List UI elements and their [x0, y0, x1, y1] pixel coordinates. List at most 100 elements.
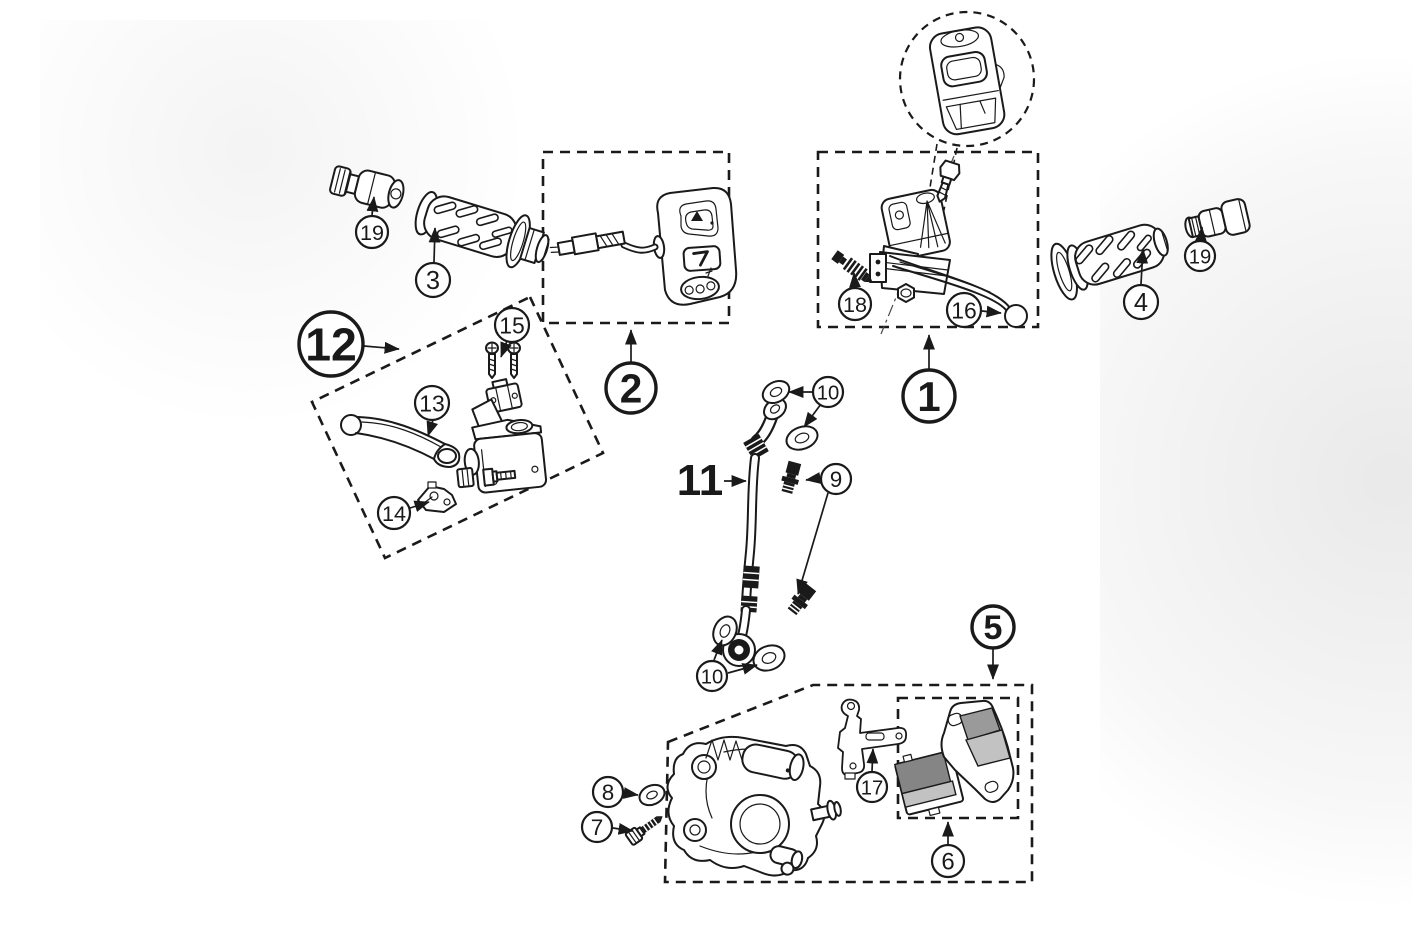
bar-end-weight-left [329, 165, 405, 209]
callout-bubble [493, 306, 531, 344]
leader-arrow [727, 663, 758, 675]
callout-annotations: 19 3 2 12 15 13 14 1 18 16 4 19 10 9 10 5 17 6 8 7 11 [297, 196, 1217, 879]
callout-bubble [855, 770, 889, 804]
callout-number: 6 [941, 849, 954, 876]
leader-arrow [1136, 248, 1149, 285]
hand-lever-13 [340, 414, 461, 468]
leader-arrow [612, 822, 634, 835]
callout-bubble [819, 462, 853, 496]
callout-bubble [297, 310, 365, 378]
brake-lever-16 [889, 255, 1028, 328]
callout-4: 4 [1122, 248, 1160, 321]
callout-bubble [695, 659, 729, 693]
callout-bubble [580, 810, 614, 844]
leader-arrow [803, 403, 822, 428]
label-11: 11 [677, 456, 747, 505]
brake-pads [893, 699, 1015, 817]
switch-assembly [549, 186, 738, 306]
hose-washer-top-2 [785, 425, 819, 451]
group-box-lever-assembly-12 [310, 295, 605, 560]
group-box-switch-2 [541, 150, 731, 325]
callout-bubble [837, 286, 873, 322]
leader-arrow [622, 787, 639, 799]
callout-number: 12 [305, 319, 357, 371]
callout-bubble [591, 775, 625, 809]
leader-arrow [711, 639, 723, 661]
leader-arrow [1194, 226, 1207, 242]
leader-arrow [981, 305, 1002, 318]
reservoir-detail-circle [898, 10, 1036, 148]
callout-14: 14 [376, 495, 430, 531]
callout-number: 17 [861, 777, 884, 799]
callout-bubble [1122, 283, 1160, 321]
leader-arrow [409, 500, 430, 513]
nut-and-bolt [456, 467, 517, 489]
reservoir-screw [936, 159, 961, 203]
leader-arrow [866, 748, 879, 772]
callout-9: 9 [796, 462, 853, 595]
callout-bubble [1183, 239, 1217, 273]
callout-15: 15 [493, 306, 531, 358]
caliper-washer-8 [638, 783, 666, 807]
parts-artwork [329, 26, 1251, 877]
callout-number: 10 [701, 666, 724, 688]
callout-number: 15 [499, 312, 525, 338]
callout-number: 1 [917, 373, 940, 420]
vignette-right [1100, 60, 1412, 920]
brake-hose [722, 397, 787, 667]
callout-bubble [604, 361, 658, 415]
callout-number: 16 [951, 297, 977, 323]
callout-number: 14 [382, 501, 406, 526]
leader-arrow [428, 227, 441, 263]
callout-5: 5 [970, 604, 1016, 680]
part-number-text: 11 [677, 456, 724, 505]
callout-19-left: 19 [354, 196, 390, 250]
callout-19-right: 19 [1183, 226, 1217, 273]
hose-washer-top-1 [761, 379, 791, 405]
callout-bubble [413, 384, 451, 422]
callout-number: 7 [591, 815, 604, 840]
callout-number: 9 [830, 467, 843, 492]
callout-3: 3 [414, 227, 452, 299]
leader-arrow [426, 419, 438, 437]
callout-bubble [414, 261, 452, 299]
leader-arrow [500, 340, 512, 358]
callout-2: 2 [604, 329, 658, 415]
callout-bubble [945, 291, 983, 329]
callout-13: 13 [413, 384, 451, 437]
callout-number: 8 [602, 780, 615, 805]
leader-arrow [366, 196, 379, 216]
callout-bubble [970, 604, 1016, 650]
callout-number: 18 [843, 292, 867, 317]
callout-number: 19 [1189, 246, 1212, 268]
brake-caliper [666, 735, 842, 877]
reservoir-body [880, 188, 951, 261]
callout-17: 17 [855, 748, 889, 804]
callout-7: 7 [580, 810, 634, 844]
leader-arrow [849, 272, 861, 288]
callout-10-bottom: 10 [695, 639, 758, 693]
callout-bubble [930, 843, 966, 879]
callout-18: 18 [837, 272, 873, 322]
callout-1: 1 [901, 334, 957, 424]
leader-arrow [363, 341, 400, 354]
left-grip [414, 191, 550, 269]
callout-number: 13 [419, 390, 445, 416]
caliper-bracket-17 [837, 698, 907, 780]
front-master-cylinder [831, 159, 1028, 328]
callout-10-top: 10 [788, 375, 845, 428]
callout-number: 4 [1134, 289, 1148, 317]
callout-number: 5 [984, 609, 1003, 647]
callout-bubble [354, 214, 390, 250]
callout-number: 10 [817, 382, 840, 404]
callout-bubble [811, 375, 845, 409]
callout-number: 3 [426, 267, 440, 295]
group-box-master-cylinder-1 [816, 150, 1040, 329]
leader-arrow [796, 492, 829, 595]
callout-6: 6 [930, 821, 966, 879]
callout-16: 16 [945, 291, 1002, 329]
reservoir-detail-inset [928, 26, 1006, 136]
callout-8: 8 [591, 775, 639, 809]
hose-washer-bottom-1 [712, 615, 738, 647]
